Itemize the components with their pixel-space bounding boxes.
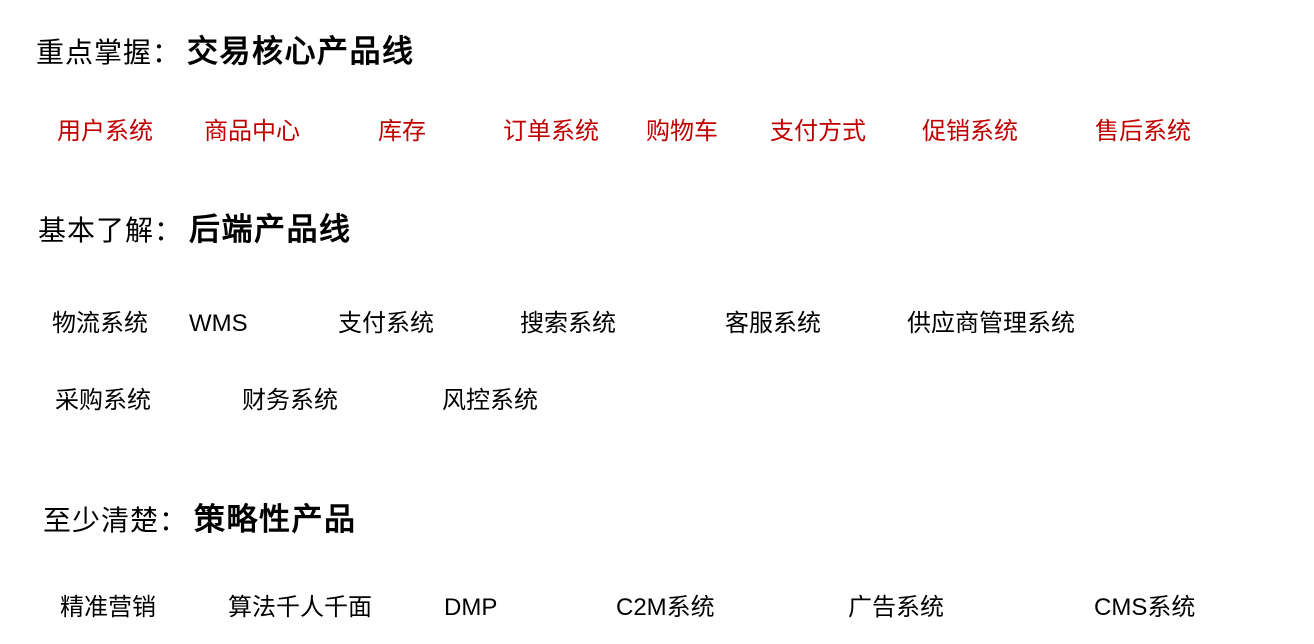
- section-heading-backend: 基本了解： 后端产品线: [38, 204, 352, 249]
- product-item-personalization: 算法千人千面: [228, 594, 372, 621]
- product-item-purchase-system: 采购系统: [55, 387, 151, 414]
- product-item-promo-system: 促销系统: [922, 118, 1018, 145]
- product-item-payment-method: 支付方式: [770, 118, 866, 145]
- section-heading-strategic: 至少清楚： 策略性产品: [43, 494, 357, 539]
- product-item-finance-system: 财务系统: [242, 387, 338, 414]
- product-item-service-system: 客服系统: [725, 310, 821, 337]
- product-item-cms-system: CMS系统: [1094, 594, 1196, 621]
- product-item-user-system: 用户系统: [57, 118, 153, 145]
- product-item-goods-center: 商品中心: [204, 118, 300, 145]
- product-item-cart: 购物车: [646, 118, 718, 145]
- product-item-inventory: 库存: [378, 118, 426, 145]
- heading-title: 交易核心产品线: [187, 34, 415, 69]
- heading-prefix: 重点掌握：: [36, 37, 182, 68]
- product-item-search-system: 搜索系统: [520, 310, 616, 337]
- product-item-risk-system: 风控系统: [442, 387, 538, 414]
- section-heading-core: 重点掌握： 交易核心产品线: [36, 26, 415, 71]
- product-item-payment-system: 支付系统: [338, 310, 434, 337]
- product-item-c2m-system: C2M系统: [616, 594, 715, 621]
- product-item-logistics: 物流系统: [52, 310, 148, 337]
- product-item-precision-marketing: 精准营销: [60, 594, 156, 621]
- product-item-order-system: 订单系统: [503, 118, 599, 145]
- heading-title: 策略性产品: [194, 502, 357, 537]
- product-item-wms: WMS: [189, 310, 248, 337]
- product-item-aftersale-system: 售后系统: [1095, 118, 1191, 145]
- heading-title: 后端产品线: [189, 212, 352, 247]
- heading-prefix: 至少清楚：: [43, 505, 189, 536]
- product-item-dmp: DMP: [444, 594, 498, 621]
- heading-prefix: 基本了解：: [38, 215, 184, 246]
- product-item-ad-system: 广告系统: [848, 594, 944, 621]
- product-item-supplier-system: 供应商管理系统: [907, 310, 1075, 337]
